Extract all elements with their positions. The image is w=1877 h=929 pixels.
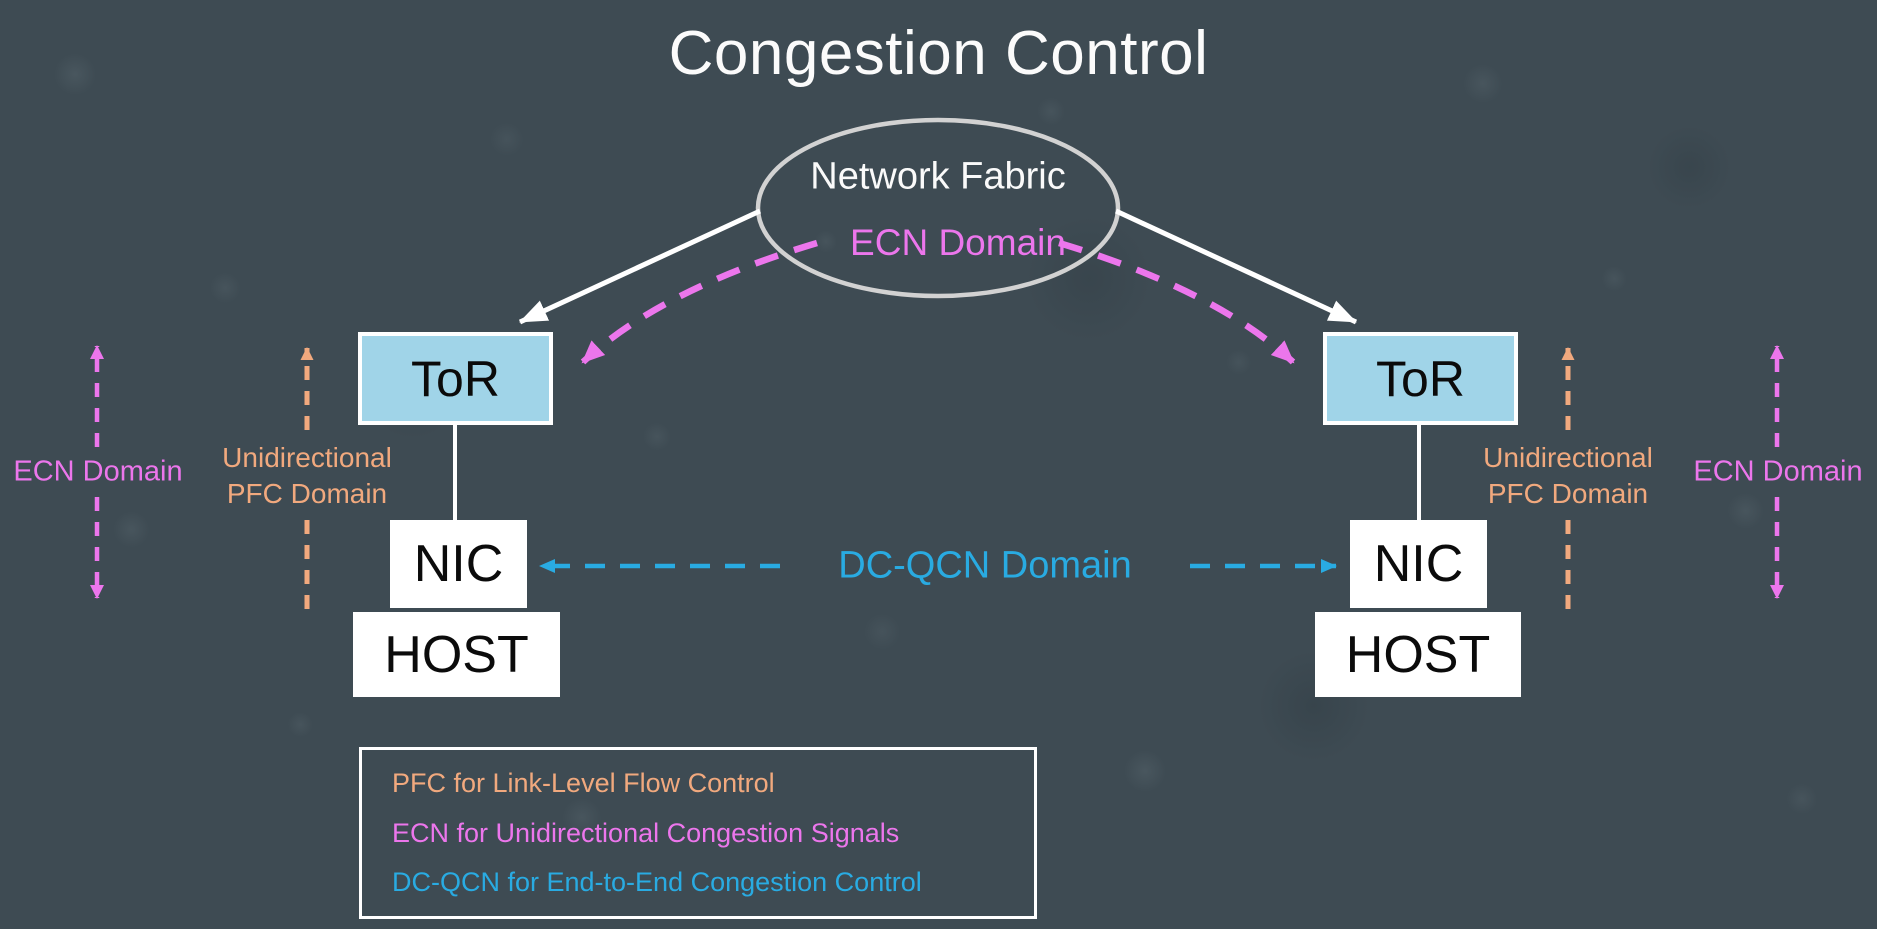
host-left-label: HOST — [384, 625, 529, 684]
fabric-to-tor-right-arrow — [1114, 208, 1358, 325]
ecn-curve-right-arrow — [1058, 239, 1296, 365]
fabric-ecn-domain-label: ECN Domain — [850, 222, 1066, 263]
pfc-left-line1: Unidirectional — [222, 442, 392, 473]
dcqcn-domain-label: DC-QCN Domain — [838, 544, 1132, 587]
nic-right-label: NIC — [1373, 535, 1464, 593]
tor-node-left: ToR — [358, 332, 553, 425]
legend-item-ecn: ECN for Unidirectional Congestion Signal… — [392, 817, 900, 848]
ecn-domain-label-left: ECN Domain — [13, 455, 183, 488]
host-node-right: HOST — [1315, 612, 1521, 697]
tor-left-label: ToR — [411, 350, 500, 407]
tor-node-right: ToR — [1323, 332, 1518, 425]
nic-node-right: NIC — [1350, 520, 1487, 608]
pfc-domain-label-right: Unidirectional PFC Domain — [1483, 440, 1653, 512]
nic-node-left: NIC — [390, 520, 527, 608]
pfc-right-line2: PFC Domain — [1487, 478, 1649, 509]
host-right-label: HOST — [1345, 625, 1491, 684]
legend-box: PFC for Link-Level Flow Control ECN for … — [359, 747, 1037, 919]
pfc-domain-label-left: Unidirectional PFC Domain — [222, 440, 392, 512]
pfc-left-line2: PFC Domain — [226, 478, 388, 509]
network-fabric-ellipse — [755, 117, 1121, 299]
ecn-curve-left-arrow — [580, 239, 818, 365]
page-title: Congestion Control — [668, 19, 1209, 88]
network-fabric-label: Network Fabric — [810, 155, 1066, 198]
pfc-right-line1: Unidirectional — [1483, 442, 1653, 473]
legend-item-pfc: PFC for Link-Level Flow Control — [392, 768, 775, 799]
nic-left-label: NIC — [413, 535, 504, 593]
legend-item-dcqcn: DC-QCN for End-to-End Congestion Control — [392, 866, 922, 897]
fabric-to-tor-left-arrow — [518, 208, 762, 325]
host-node-left: HOST — [353, 612, 560, 697]
ecn-domain-label-right: ECN Domain — [1693, 455, 1863, 488]
tor-right-label: ToR — [1376, 350, 1465, 407]
